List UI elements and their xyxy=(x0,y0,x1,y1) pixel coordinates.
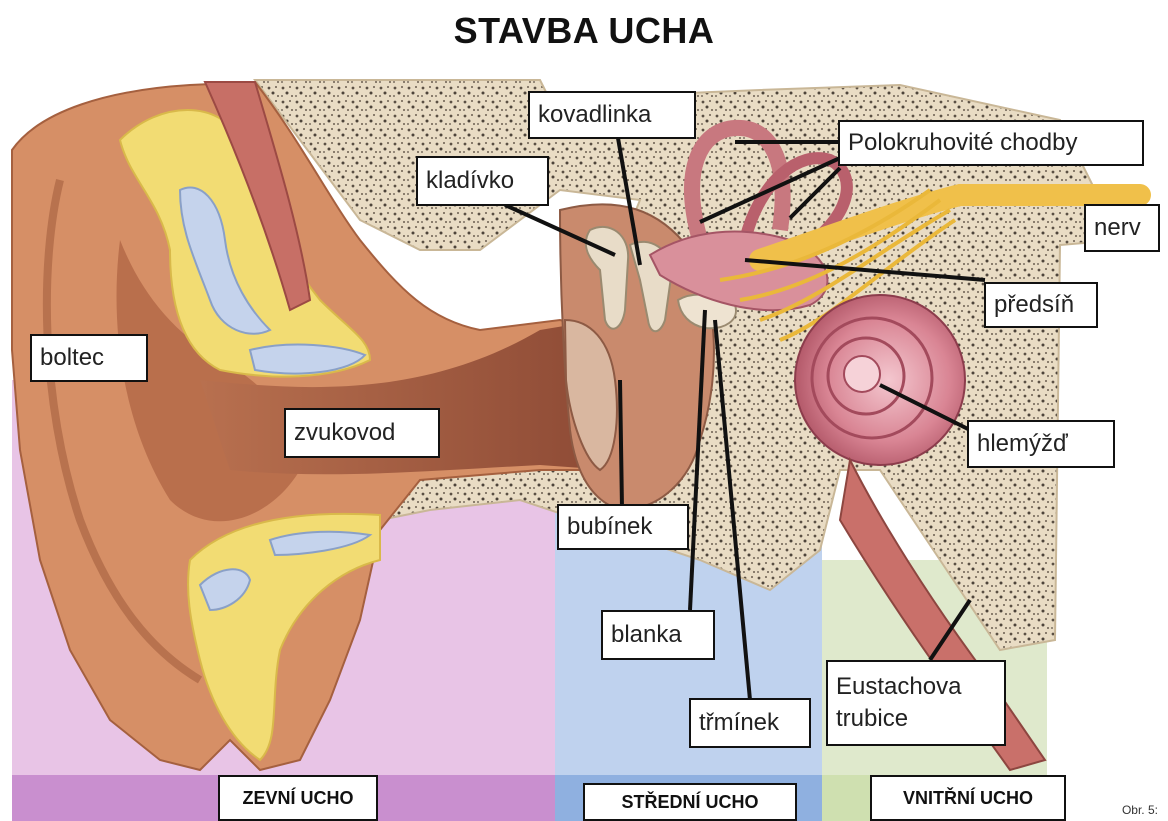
label-hlemyzd: hlemýžď xyxy=(967,420,1115,468)
figure-reference: Obr. 5: xyxy=(1122,803,1158,817)
label-trminek: třmínek xyxy=(689,698,811,748)
label-kladivko: kladívko xyxy=(416,156,549,206)
label-boltec: boltec xyxy=(30,334,148,382)
page-title: STAVBA UCHA xyxy=(0,10,1168,52)
label-predsin: předsíň xyxy=(984,282,1098,328)
label-kovadlinka: kovadlinka xyxy=(528,91,696,139)
label-bubinek: bubínek xyxy=(557,504,689,550)
cochlea-shape xyxy=(795,295,965,465)
zone-label-outer: ZEVNÍ UCHO xyxy=(218,775,378,821)
label-eustachova-trubice: Eustachova trubice xyxy=(826,660,1006,746)
label-polokruhovite-chodby: Polokruhovité chodby xyxy=(838,120,1144,166)
label-blanka: blanka xyxy=(601,610,715,660)
zone-label-inner: VNITŘNÍ UCHO xyxy=(870,775,1066,821)
label-zvukovod: zvukovod xyxy=(284,408,440,458)
label-nerv: nerv xyxy=(1084,204,1160,252)
zone-label-middle: STŘEDNÍ UCHO xyxy=(583,783,797,821)
